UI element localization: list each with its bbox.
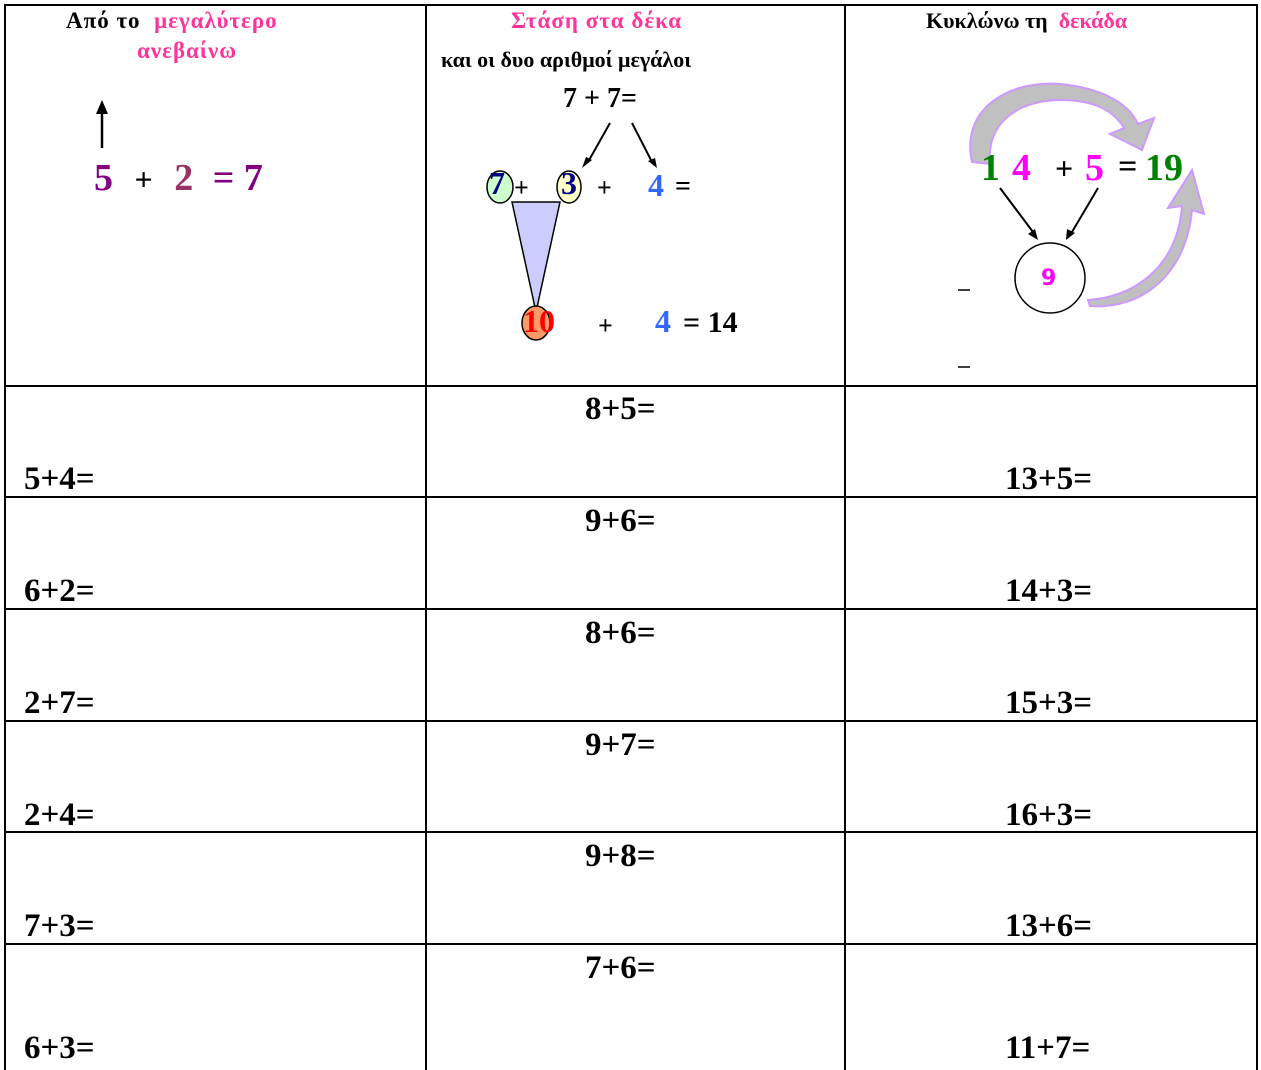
exercise-mid: 8+6=: [585, 615, 656, 651]
equals: =: [1118, 148, 1138, 185]
table-border-right: [1256, 4, 1258, 1070]
table-border-top: [4, 4, 1258, 6]
up-arrow-icon: [96, 100, 108, 148]
remaining-four: 4: [648, 167, 664, 203]
exercise-right: 13+5=: [1005, 461, 1093, 497]
exercise-right: 15+3=: [1005, 685, 1093, 721]
ten-result: = 14: [683, 306, 738, 339]
column-divider: [844, 4, 846, 1070]
curved-arrow-right-icon: [1086, 167, 1206, 308]
circle-ten-digit: [1014, 242, 1086, 314]
row-divider: [4, 943, 1258, 945]
exercise-right: 11+7=: [1005, 1030, 1091, 1066]
column-2-example-top: 7 + 7=: [563, 83, 637, 114]
exercise-left: 6+3=: [24, 1030, 95, 1066]
circled-three: 3: [561, 165, 577, 201]
circle-three: [556, 170, 582, 204]
example-addend-b: 2: [174, 157, 194, 199]
answer: 19: [1145, 147, 1183, 189]
exercise-right: 14+3=: [1005, 573, 1093, 609]
split-arrows: [582, 122, 657, 168]
example-addend-a: 5: [94, 157, 113, 199]
exercise-left: 6+2=: [24, 573, 95, 609]
circled-ten: 10: [523, 303, 555, 339]
exercise-right: 16+3=: [1005, 797, 1093, 833]
column-1-header-line2: ανεβαίνω: [137, 38, 238, 63]
row-divider: [4, 831, 1258, 833]
exercise-mid: 7+6=: [585, 950, 656, 986]
exercise-mid: 8+5=: [585, 391, 656, 427]
split-equals: =: [675, 171, 691, 202]
header-highlight: δεκάδα: [1058, 8, 1128, 33]
exercise-left: 2+4=: [24, 797, 95, 833]
column-1-header: Από το μεγαλύτερο: [66, 8, 278, 34]
example-illustrations: [96, 82, 1206, 368]
example-plus: +: [134, 161, 153, 197]
exercise-mid: 9+7=: [585, 727, 656, 763]
add-plus: +: [1055, 150, 1074, 186]
addend-five: 5: [1085, 147, 1104, 189]
header-highlight: μεγαλύτερο: [154, 8, 278, 33]
exercise-mid: 9+8=: [585, 838, 656, 874]
circle-ten: [521, 305, 551, 341]
exercise-right: 13+6=: [1005, 908, 1093, 944]
tens-digit: 1: [981, 147, 1000, 189]
ten-funnel-triangle: [511, 201, 561, 313]
units-digit: 4: [1012, 147, 1031, 189]
row-divider: [4, 385, 1258, 387]
split-plus-2: +: [597, 173, 612, 202]
example-result: = 7: [212, 157, 263, 199]
column-1-example: 5 + 2 = 7: [94, 156, 263, 200]
row-divider: [4, 496, 1258, 498]
circle-arrows: [999, 187, 1099, 240]
curved-arrow-top-icon: [969, 82, 1156, 166]
row-divider: [4, 720, 1258, 722]
column-3-header: Κυκλώνω τη δεκάδα: [926, 8, 1127, 34]
exercise-left: 2+7=: [24, 685, 95, 721]
circle-value: 9: [1041, 266, 1057, 291]
header-text: Από το: [66, 8, 141, 33]
column-divider: [425, 4, 427, 1070]
exercise-left: 7+3=: [24, 908, 95, 944]
ten-four: 4: [655, 303, 671, 339]
table-border-left: [4, 4, 6, 1070]
ten-plus: +: [598, 311, 613, 340]
column-2-header-line2: και οι δυο αριθμοί μεγάλοι: [441, 47, 692, 72]
circle-seven: [486, 170, 514, 204]
exercise-left: 5+4=: [24, 461, 95, 497]
circled-seven: 7: [489, 165, 505, 201]
split-plus: +: [514, 173, 529, 202]
row-divider: [4, 608, 1258, 610]
header-text: Κυκλώνω τη: [926, 8, 1048, 33]
exercise-mid: 9+6=: [585, 503, 656, 539]
column-2-header: Στάση στα δέκα: [511, 8, 683, 33]
